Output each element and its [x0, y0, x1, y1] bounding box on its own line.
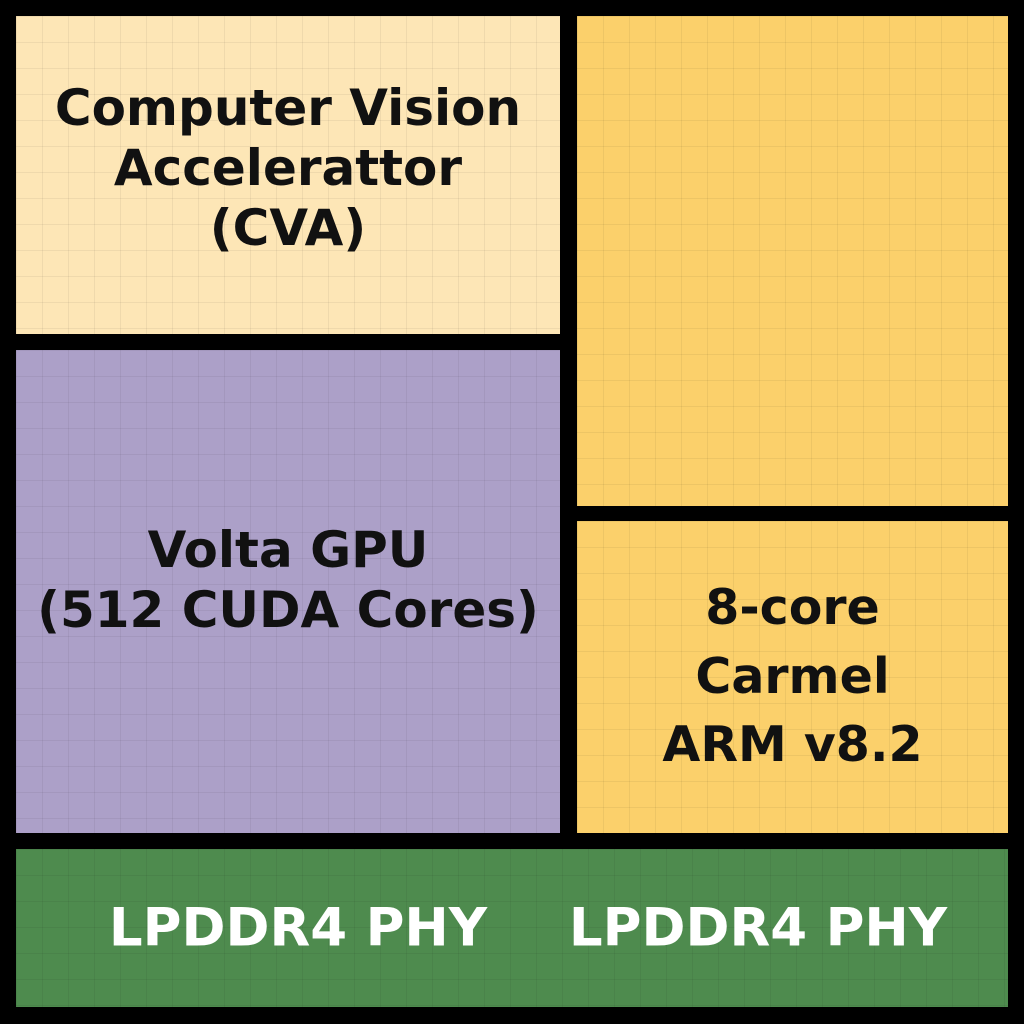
memory-phy-right-label: LPDDR4 PHY: [568, 897, 948, 959]
memory-phy-block: LPDDR4 PHY LPDDR4 PHY: [16, 849, 1008, 1007]
cpu-label-line-3: ARM v8.2: [662, 716, 923, 774]
cva-label-line-1: Computer Vision: [54, 79, 522, 137]
memory-phy-left-label: LPDDR4 PHY: [108, 897, 488, 959]
cva-label-line-3: (CVA): [209, 199, 367, 257]
gpu-label-line-1: Volta GPU: [147, 520, 429, 579]
cpu-label-line-1: 8-core: [705, 579, 880, 637]
cva-block: Computer Vision Accelerattor (CVA): [16, 16, 560, 334]
cva-label-line-2: Accelerattor: [113, 139, 463, 197]
gpu-label-line-2: (512 CUDA Cores): [37, 580, 539, 639]
cpu-block: 8-core Carmel ARM v8.2: [577, 521, 1008, 833]
gpu-block: Volta GPU (512 CUDA Cores): [16, 350, 560, 833]
cpu-cluster-upper-block: [577, 16, 1008, 506]
cpu-label-line-2: Carmel: [695, 647, 890, 705]
